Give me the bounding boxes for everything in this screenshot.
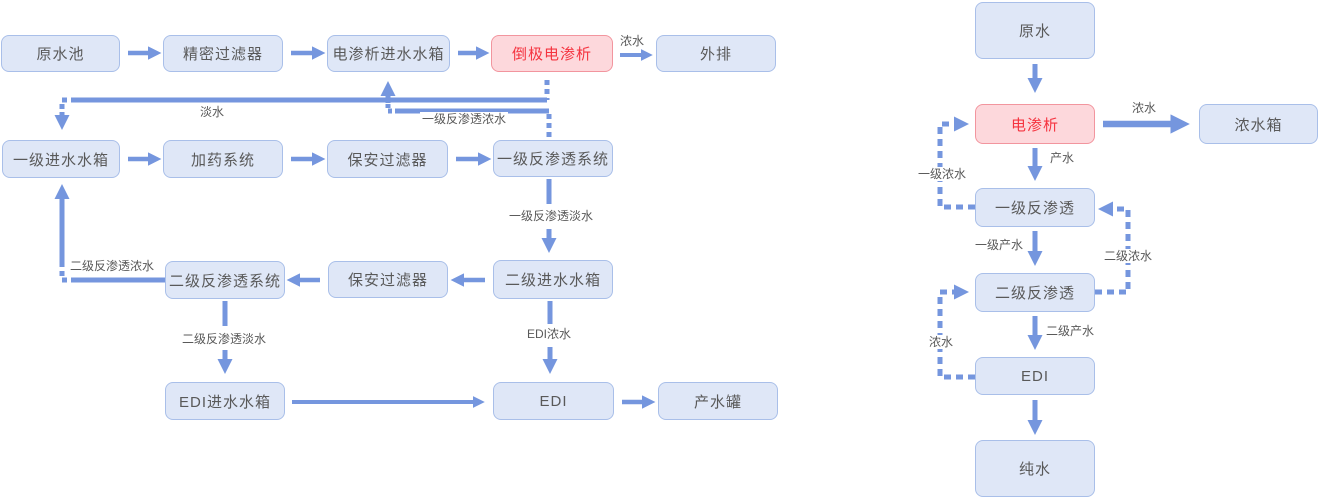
label-right-product-water: 产水 bbox=[1047, 151, 1077, 165]
node-product-tank: 产水罐 bbox=[658, 382, 778, 420]
line-s1concentrate-corner bbox=[385, 103, 399, 114]
line-s2concentrate-corner bbox=[59, 266, 76, 283]
elbow-s1concentrate-to-ed bbox=[937, 116, 975, 210]
node-security-filter-1: 保安过滤器 bbox=[327, 140, 448, 178]
node-edi-right: EDI bbox=[975, 357, 1095, 395]
node-stage2-ro-right: 二级反渗透 bbox=[975, 273, 1095, 312]
node-electrodialysis-highlight: 电渗析 bbox=[975, 104, 1095, 144]
node-stage1-ro: 一级反渗透系统 bbox=[493, 140, 613, 177]
label-right-stage1-product: 一级产水 bbox=[972, 238, 1026, 252]
node-stage1-ro-right: 一级反渗透 bbox=[975, 188, 1095, 227]
label-right-concentrate: 浓水 bbox=[1129, 101, 1159, 115]
node-concentrate-tank: 浓水箱 bbox=[1199, 104, 1318, 144]
node-pure-water: 纯水 bbox=[975, 440, 1095, 497]
label-edi-concentrate: EDI浓水 bbox=[524, 327, 574, 341]
label-stage2-ro-permeate: 二级反渗透淡水 bbox=[179, 332, 269, 346]
node-edi-feed-tank: EDI进水水箱 bbox=[165, 382, 285, 420]
label-stage1-ro-concentrate: 一级反渗透浓水 bbox=[419, 112, 509, 126]
line-freshwater-corner bbox=[59, 97, 76, 112]
label-fresh-water: 淡水 bbox=[197, 105, 227, 119]
label-right-edi-concentrate: 浓水 bbox=[926, 335, 956, 349]
label-stage1-ro-permeate: 一级反渗透淡水 bbox=[506, 209, 596, 223]
node-precision-filter: 精密过滤器 bbox=[163, 35, 283, 72]
node-discharge: 外排 bbox=[656, 35, 776, 72]
elbow-ediconcentrate-to-s2ro bbox=[937, 284, 975, 380]
node-security-filter-2: 保安过滤器 bbox=[328, 261, 448, 298]
label-stage2-ro-concentrate: 二级反渗透浓水 bbox=[67, 259, 157, 273]
node-dosing-system: 加药系统 bbox=[163, 140, 283, 178]
node-stage1-feed-tank: 一级进水水箱 bbox=[2, 140, 120, 178]
node-raw-water: 原水 bbox=[975, 2, 1095, 59]
label-right-stage2-product: 二级产水 bbox=[1043, 324, 1097, 338]
node-edr-highlight: 倒极电渗析 bbox=[491, 35, 613, 72]
label-right-stage2-concentrate: 二级浓水 bbox=[1101, 249, 1155, 263]
node-stage2-ro: 二级反渗透系统 bbox=[165, 261, 285, 299]
node-edi: EDI bbox=[493, 382, 614, 420]
label-concentrate: 浓水 bbox=[617, 34, 647, 48]
node-raw-water-pool: 原水池 bbox=[1, 35, 120, 72]
label-right-stage1-concentrate: 一级浓水 bbox=[915, 167, 969, 181]
node-ed-feed-tank: 电渗析进水水箱 bbox=[327, 35, 450, 72]
node-stage2-feed-tank: 二级进水水箱 bbox=[493, 260, 613, 299]
